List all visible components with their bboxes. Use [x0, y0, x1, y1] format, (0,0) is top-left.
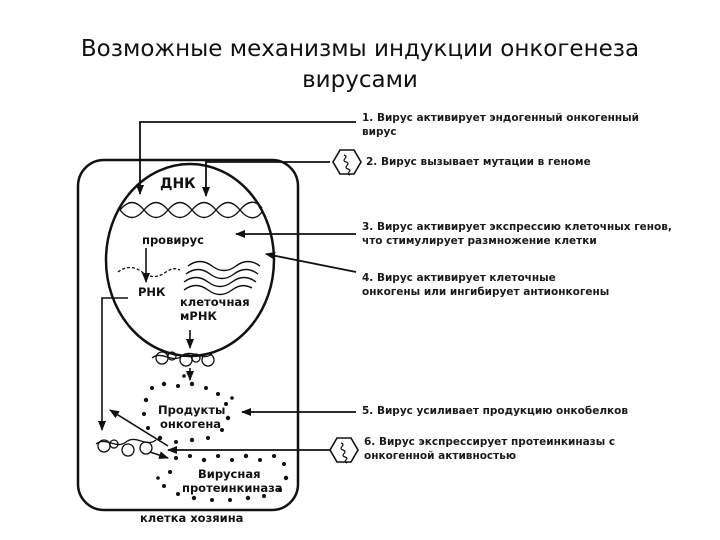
title-line-2: вирусами	[302, 67, 418, 93]
arrow-step-2	[202, 161, 330, 197]
oncogene-products-dots	[142, 374, 234, 444]
label-cell-mrna-2: мРНК	[180, 309, 217, 323]
label-viral-kinase-1: Вирусная	[198, 467, 260, 481]
label-products-2: онкогена	[160, 417, 221, 431]
polysome-upper	[151, 351, 215, 367]
dna-helix	[119, 201, 263, 219]
arrow-kinase-to-products	[109, 409, 169, 447]
label-viral-kinase-2: протеинкиназа	[182, 481, 283, 495]
cellular-mrna-waves	[183, 260, 261, 296]
viral-kinase-dots	[156, 453, 289, 502]
host-cell-outline	[76, 158, 300, 512]
virus-icon	[332, 149, 362, 176]
label-rna: РНК	[138, 285, 166, 299]
step-6-line-2: онкогенной активностью	[364, 450, 516, 462]
title-line-1: Возможные механизмы индукции онкогенеза	[80, 36, 640, 62]
arrow-step-1	[136, 121, 356, 195]
label-products-1: Продукты	[158, 403, 225, 417]
label-dna: ДНК	[160, 176, 196, 192]
step-3-line-2: что стимулирует размножение клетки	[362, 235, 597, 247]
slide-title: Возможные механизмы индукции онкогенеза …	[0, 34, 720, 96]
label-cell-mrna-1: клеточная	[180, 295, 250, 309]
step-3-line-1: 3. Вирус активирует экспрессию клеточных…	[362, 221, 672, 233]
virus-icon	[329, 437, 359, 464]
arrow-rna-to-lower-polysome	[98, 297, 128, 431]
step-4-line-1: 4. Вирус активирует клеточные	[362, 272, 556, 284]
nucleus-outline	[104, 162, 276, 358]
step-2-line-1: 2. Вирус вызывает мутации в геноме	[366, 156, 591, 168]
step-1-line-2: вирус	[362, 126, 397, 138]
provirus-strand	[117, 266, 181, 278]
label-host-cell: клетка хозяина	[140, 511, 243, 525]
step-4-line-2: онкогены или ингибирует антионкогены	[362, 286, 609, 298]
step-1-line-1: 1. Вирус активирует эндогенный онкогенны…	[362, 112, 639, 124]
step-5-line-1: 5. Вирус усиливает продукцию онкобелков	[362, 405, 628, 417]
arrow-step-4	[265, 251, 357, 273]
polysome-lower	[95, 438, 157, 457]
label-provirus: провирус	[142, 233, 204, 247]
arrow-polysome-to-kinase	[149, 451, 169, 459]
step-6-line-1: 6. Вирус экспрессирует протеинкиназы с	[364, 436, 615, 448]
